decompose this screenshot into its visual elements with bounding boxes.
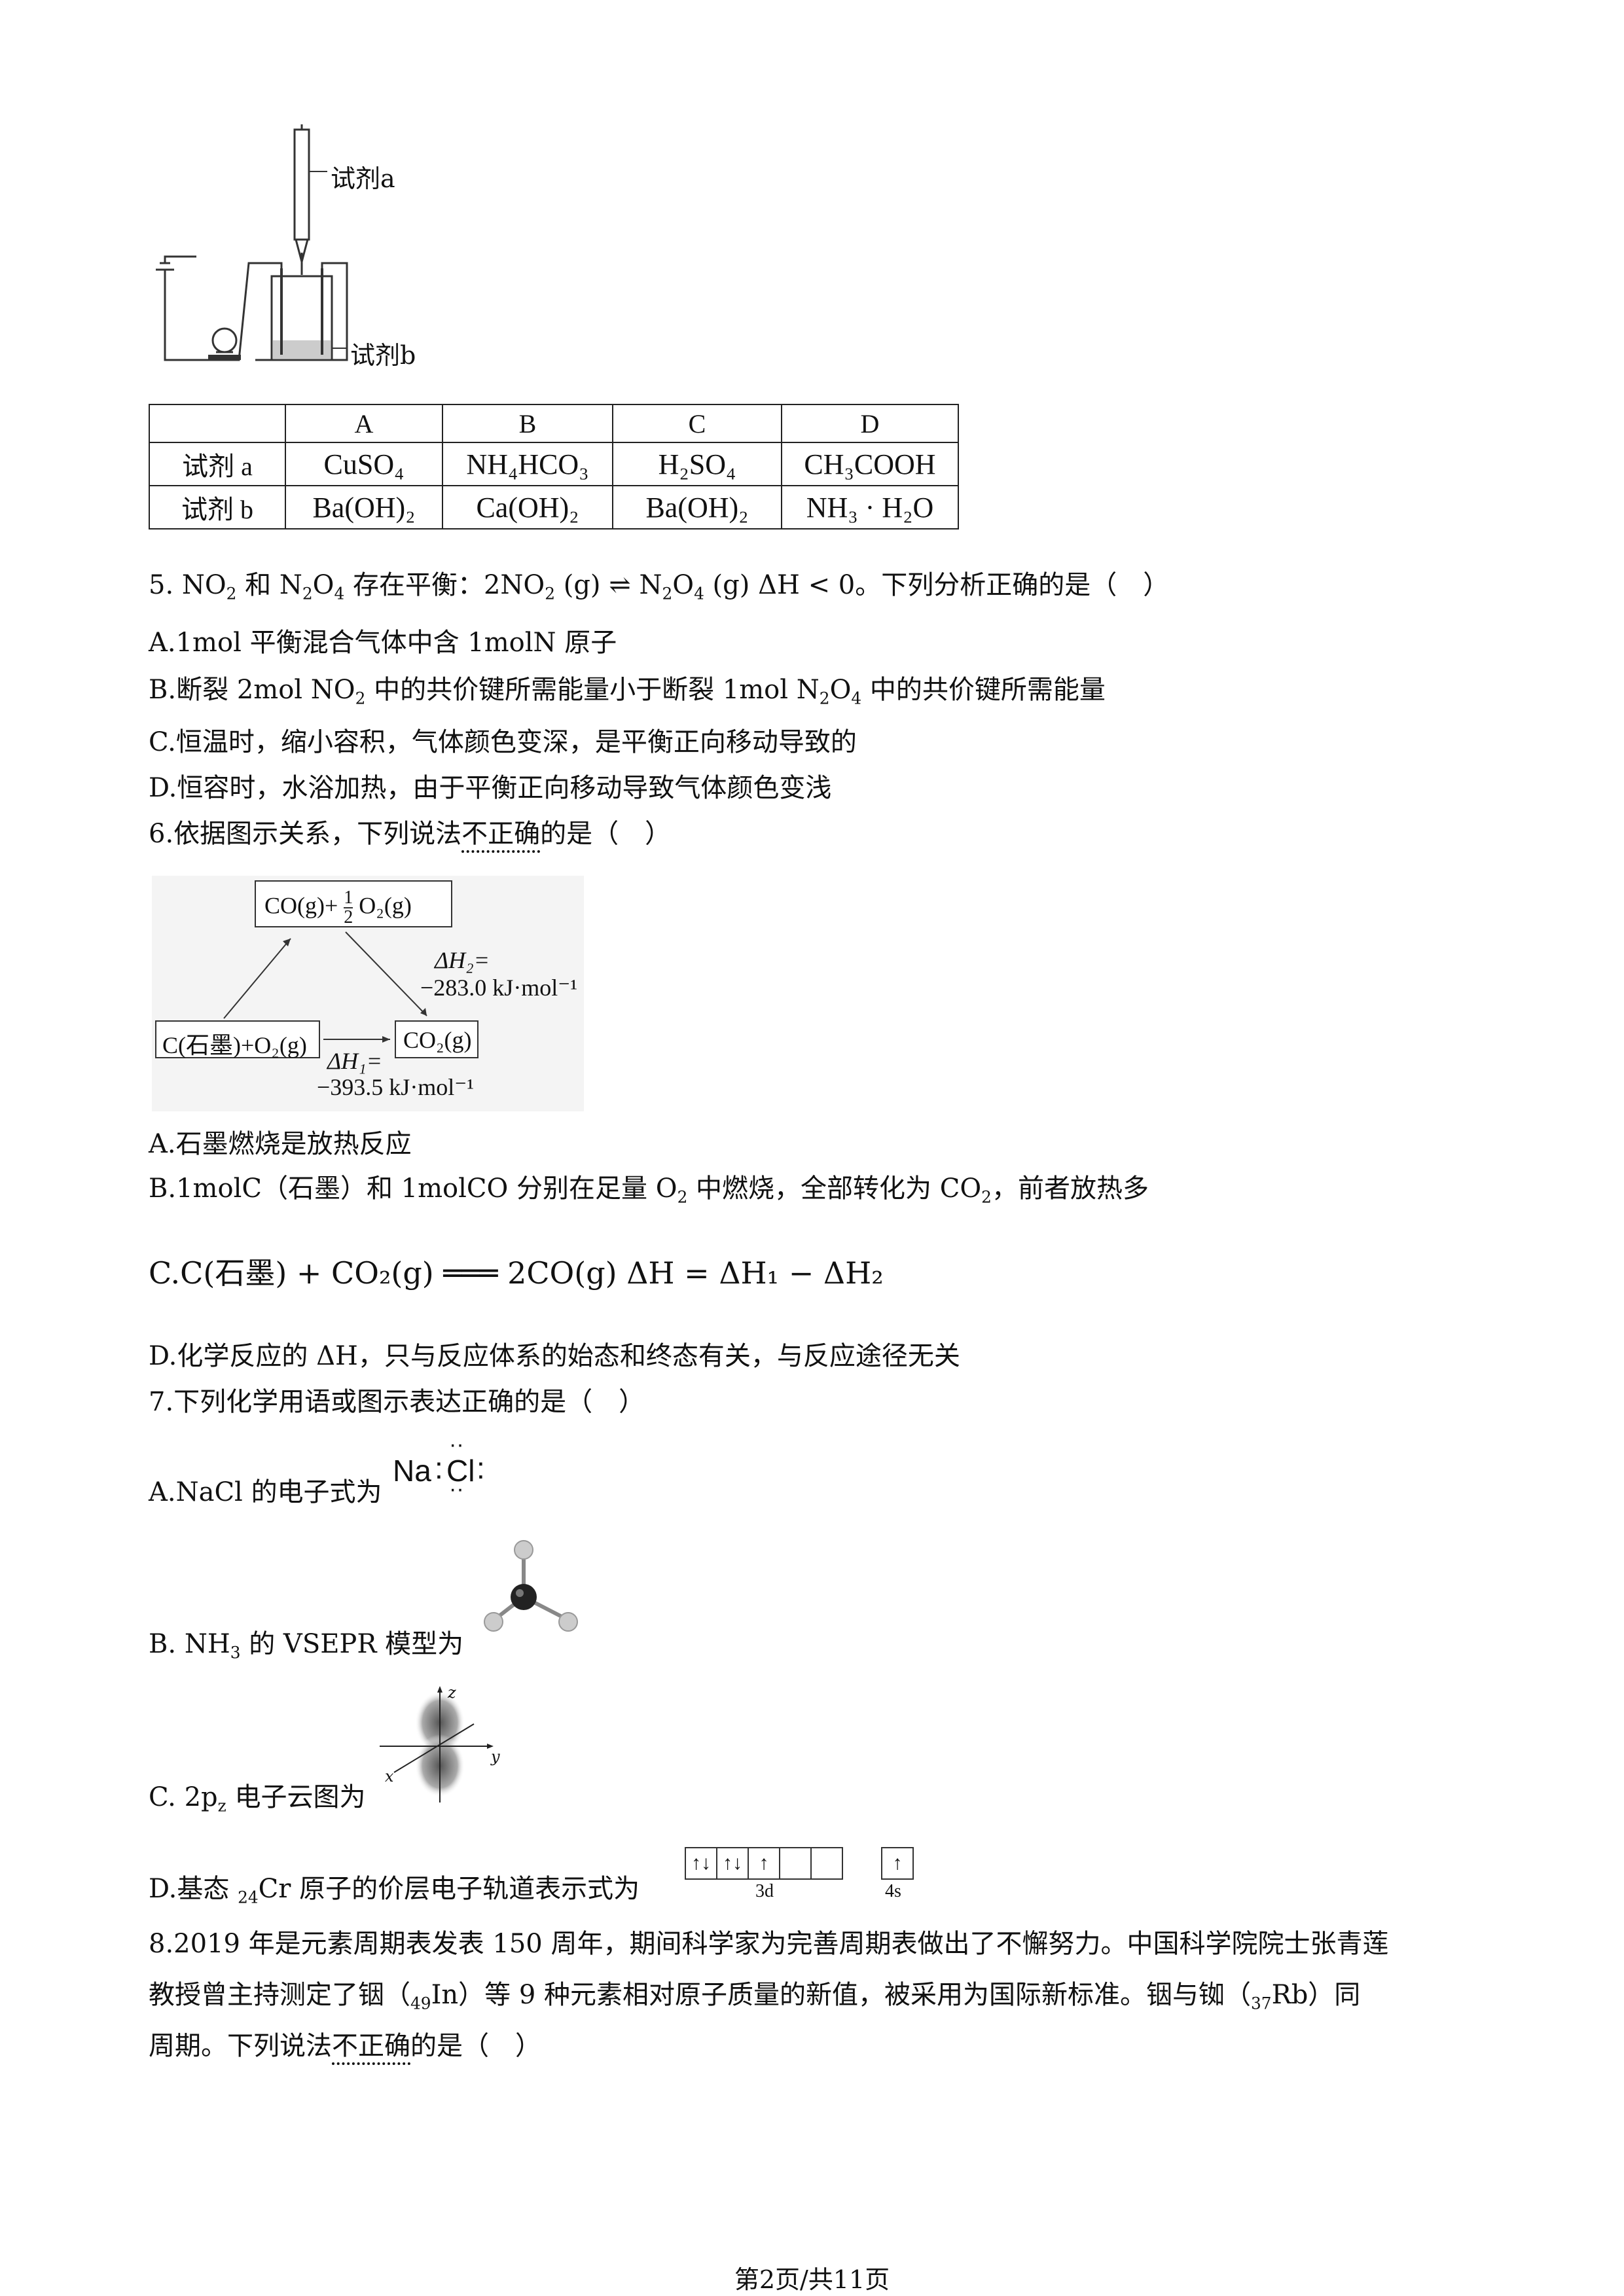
q7-stem: 7.下列化学用语或图示表达正确的是（ ） xyxy=(149,1387,645,1417)
orbital-box: ↑ xyxy=(749,1847,780,1880)
table-header-cell: B xyxy=(442,404,613,443)
fraction-denominator: 2 xyxy=(344,907,353,927)
reagent-a-label: 试剂a xyxy=(331,164,395,193)
table-row: 试剂 b Ba(OH)₂ Ca(OH)₂ Ba(OH)₂ NH₃ · H₂O xyxy=(149,485,959,529)
q6-stem: 6.依据图示关系，下列说法不正确的是（ ） xyxy=(149,819,672,849)
orbital-3d-label: 3d xyxy=(755,1881,774,1901)
table-row: 试剂 a CuSO₄ NH₄HCO₃ H₂SO₄ CH₃COOH xyxy=(149,442,959,486)
q5-stem: 5. NO2 和 N2O4 存在平衡：2NO2 (g) ⇌ N2O4 (g) Δ… xyxy=(149,570,1170,603)
table-cell: NH₃ · H₂O xyxy=(781,485,959,529)
q5-option-a: A.1mol 平衡混合气体中含 1molN 原子 xyxy=(149,628,617,658)
orbital-box: ↑↓ xyxy=(685,1847,717,1880)
orbital-box xyxy=(812,1847,843,1880)
q6-option-a: A.石墨燃烧是放热反应 xyxy=(149,1129,412,1159)
q7-option-a: A.NaCl 的电子式为 xyxy=(149,1477,382,1507)
q5-option-b: B.断裂 2mol NO2 中的共价键所需能量小于断裂 1mol N2O4 中的… xyxy=(149,675,1106,708)
diagram-left-box: C(石墨)+O₂(g) xyxy=(162,1032,307,1058)
table-cell: Ca(OH)₂ xyxy=(442,485,613,529)
orbital-box: ↑↓ xyxy=(717,1847,749,1880)
orbital-4s-boxes: ↑ xyxy=(881,1847,914,1880)
reagent-b-label: 试剂b xyxy=(350,341,416,370)
table-cell: CH₃COOH xyxy=(781,442,959,486)
row-label: 试剂 a xyxy=(149,442,286,486)
dh2-label: ΔH₂= xyxy=(435,947,490,973)
fraction-numerator: 1 xyxy=(344,888,353,908)
conductivity-apparatus-figure: 试剂a 试剂b xyxy=(151,124,458,386)
nacl-electron-formula: Na : Cl : ·· ·· xyxy=(393,1432,485,1501)
nh3-vsepr-model-image xyxy=(478,1532,596,1649)
q5-option-d: D.恒容时，水浴加热，由于平衡正向移动导致气体颜色变浅 xyxy=(149,773,832,803)
orbital-3d-boxes: ↑↓ ↑↓ ↑ xyxy=(685,1847,843,1880)
x-axis-label: x xyxy=(385,1767,394,1785)
q6-option-b: B.1molC（石墨）和 1molCO 分别在足量 O2 中燃烧，全部转化为 C… xyxy=(149,1174,1149,1207)
cr-orbital-diagram: ↑↓ ↑↓ ↑ 3d ↑ 4s xyxy=(685,1847,927,1906)
hess-law-diagram: CO(g)+ 1 2 O₂(g) C(石墨)+O₂(g) CO₂(g) ΔH₂=… xyxy=(152,876,584,1111)
q8-line2: 教授曾主持测定了铟（49In）等 9 种元素相对原子质量的新值，被采用为国际新标… xyxy=(149,1980,1361,2013)
q7-option-c: C. 2pz 电子云图为 xyxy=(149,1782,366,1816)
reagent-table: A B C D 试剂 a CuSO₄ NH₄HCO₃ H₂SO₄ CH₃COOH… xyxy=(149,404,959,529)
q6-option-d: D.化学反应的 ΔH，只与反应体系的始态和终态有关，与反应途径无关 xyxy=(149,1341,960,1371)
dh1-value: −393.5 kJ·mol⁻¹ xyxy=(317,1074,475,1100)
q6-option-c: C.C(石墨) + CO₂(g) ═══ 2CO(g) ΔH = ΔH₁ − Δ… xyxy=(149,1255,884,1291)
row-label: 试剂 b xyxy=(149,485,286,529)
table-cell: Ba(OH)₂ xyxy=(285,485,443,529)
diagram-top-box: CO(g)+ 1 2 O₂(g) xyxy=(264,888,412,927)
z-axis-label: z xyxy=(448,1683,456,1702)
table-cell: CuSO₄ xyxy=(285,442,443,486)
page-number-footer: 第2页/共11页 xyxy=(734,2265,890,2294)
table-header-cell xyxy=(149,404,286,443)
q8-line3: 周期。下列说法不正确的是（ ） xyxy=(149,2031,541,2061)
y-axis-label: y xyxy=(491,1748,500,1766)
table-header-row: A B C D xyxy=(149,404,959,443)
table-header-cell: C xyxy=(612,404,782,443)
dh1-label: ΔH₁= xyxy=(327,1048,382,1074)
2pz-electron-cloud-image: z y x xyxy=(376,1683,513,1808)
q7-option-b: B. NH3 的 VSEPR 模型为 xyxy=(149,1629,464,1662)
emphasis-not-correct: 不正确 xyxy=(332,2031,410,2061)
diagram-right-box: CO₂(g) xyxy=(403,1027,472,1053)
table-cell: H₂SO₄ xyxy=(612,442,782,486)
orbital-box xyxy=(780,1847,812,1880)
emphasis-not-correct: 不正确 xyxy=(461,819,541,849)
table-cell: NH₄HCO₃ xyxy=(442,442,613,486)
q8-line1: 8.2019 年是元素周期表发表 150 周年，期间科学家为完善周期表做出了不懈… xyxy=(149,1929,1389,1959)
q7-option-d: D.基态 24Cr 原子的价层电子轨道表示式为 xyxy=(149,1874,640,1907)
table-header-cell: D xyxy=(781,404,959,443)
q5-option-c: C.恒温时，缩小容积，气体颜色变深，是平衡正向移动导致的 xyxy=(149,727,857,757)
table-header-cell: A xyxy=(285,404,443,443)
orbital-box: ↑ xyxy=(881,1847,914,1880)
dh2-value: −283.0 kJ·mol⁻¹ xyxy=(420,975,578,1001)
orbital-4s-label: 4s xyxy=(885,1881,901,1901)
table-cell: Ba(OH)₂ xyxy=(612,485,782,529)
